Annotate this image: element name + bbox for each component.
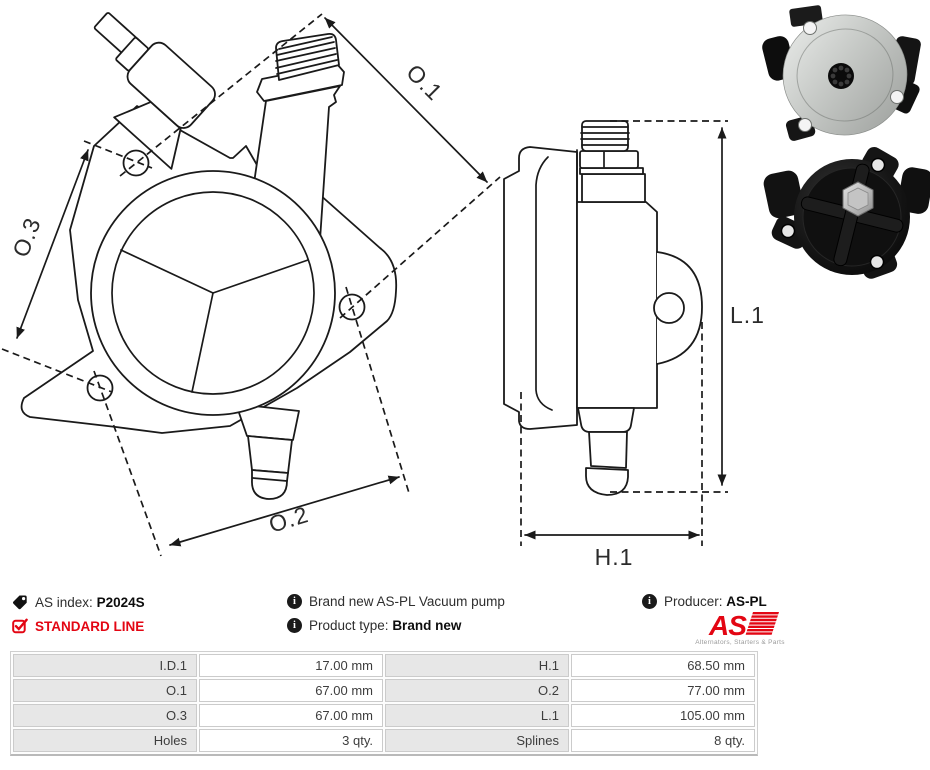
side-nut [579,150,639,169]
table-row: O.3 67.00 mm L.1 105.00 mm [13,704,755,727]
logo-as-text: AS [708,610,747,641]
product-type-item: Product type: Brand new [287,618,461,633]
producer-text: Producer: AS-PL [664,594,767,609]
checkbox-checked-icon [12,618,28,634]
dim-label-o2: O.2 [266,501,312,538]
dim-arrow-o3 [16,149,89,339]
cover-spokes [120,249,309,393]
specs-table: I.D.1 17.00 mm H.1 68.50 mm O.1 67.00 mm… [10,651,758,756]
info-icon [642,594,657,609]
spec-value: 68.50 mm [571,654,755,677]
spec-label: O.3 [13,704,197,727]
spec-value: 67.00 mm [199,704,383,727]
standard-line-label: STANDARD LINE [35,618,145,634]
product-photo-back [763,147,930,279]
producer-item: Producer: AS-PL [642,594,767,609]
side-nozzle-step [577,407,635,433]
logo-stripes [745,612,780,635]
tag-icon [12,594,28,610]
spec-label: O.1 [13,679,197,702]
side-thread-lines [580,126,630,146]
product-type-text: Product type: Brand new [309,618,461,633]
ear-hole [870,157,886,173]
spec-label: L.1 [385,704,569,727]
table-row: I.D.1 17.00 mm H.1 68.50 mm [13,654,755,677]
spec-label: I.D.1 [13,654,197,677]
vacuum-connector [93,12,216,170]
disc-hole [798,118,812,132]
extension-lines-front [1,13,501,557]
technical-drawing: O.1 O.3 O.2 [1,5,930,570]
product-description: Brand new AS-PL Vacuum pump [309,594,505,609]
spec-value: 105.00 mm [571,704,755,727]
side-nozzle-tube [588,431,628,469]
side-body [576,201,658,409]
producer-value: AS-PL [726,594,767,609]
info-icon [287,618,302,633]
dim-label-l1: L.1 [730,302,765,328]
ear-hole [869,254,885,270]
mounting-hole-top-left [122,149,150,177]
producer-label: Producer: [664,594,723,609]
outlet-nozzle [235,403,300,500]
spec-label: O.2 [385,679,569,702]
spec-value: 67.00 mm [199,679,383,702]
side-mounting-plate [503,146,578,430]
spec-label: Splines [385,729,569,752]
side-view: L.1 H.1 [503,120,765,570]
table-row: Holes 3 qty. Splines 8 qty. [13,729,755,752]
product-photo-front [762,5,921,141]
description-item: Brand new AS-PL Vacuum pump [287,594,505,609]
spec-value: 8 qty. [571,729,755,752]
as-index-value: P2024S [96,594,145,610]
side-block [581,173,646,203]
as-pl-logo: AS Alternators, Starters & Parts [676,609,806,654]
spline-teeth [830,65,852,87]
dim-arrow-o1 [324,17,488,183]
side-plate-contour [535,156,553,411]
spec-value: 77.00 mm [571,679,755,702]
dim-label-h1: H.1 [595,544,634,570]
side-threads [581,120,629,152]
dim-label-o3: O.3 [7,214,46,261]
dim-label-o1: O.1 [401,59,448,106]
spec-label: Holes [13,729,197,752]
disc-hole [890,90,904,104]
as-index-item: AS index: P2024S [12,594,145,610]
product-type-value: Brand new [392,618,462,633]
pump-cover-inner [111,191,315,395]
dim-arrow-o2 [169,475,400,547]
center-hex-nut [842,181,874,217]
side-ear-hole [653,292,685,324]
as-index-label: AS index: [35,594,93,610]
extension-lines-side [520,120,728,546]
info-icon [287,594,302,609]
spec-value: 3 qty. [199,729,383,752]
front-view: O.1 O.3 O.2 [1,12,501,557]
disc-hole [803,21,817,35]
standard-line-item: STANDARD LINE [12,618,144,634]
ear-hole [780,223,796,239]
as-index-text: AS index: P2024S [35,595,145,610]
spec-value: 17.00 mm [199,654,383,677]
product-type-label: Product type: [309,618,389,633]
spec-label: H.1 [385,654,569,677]
logo-tagline: Alternators, Starters & Parts [695,639,785,646]
side-nozzle-tip [585,467,629,496]
table-row: O.1 67.00 mm O.2 77.00 mm [13,679,755,702]
